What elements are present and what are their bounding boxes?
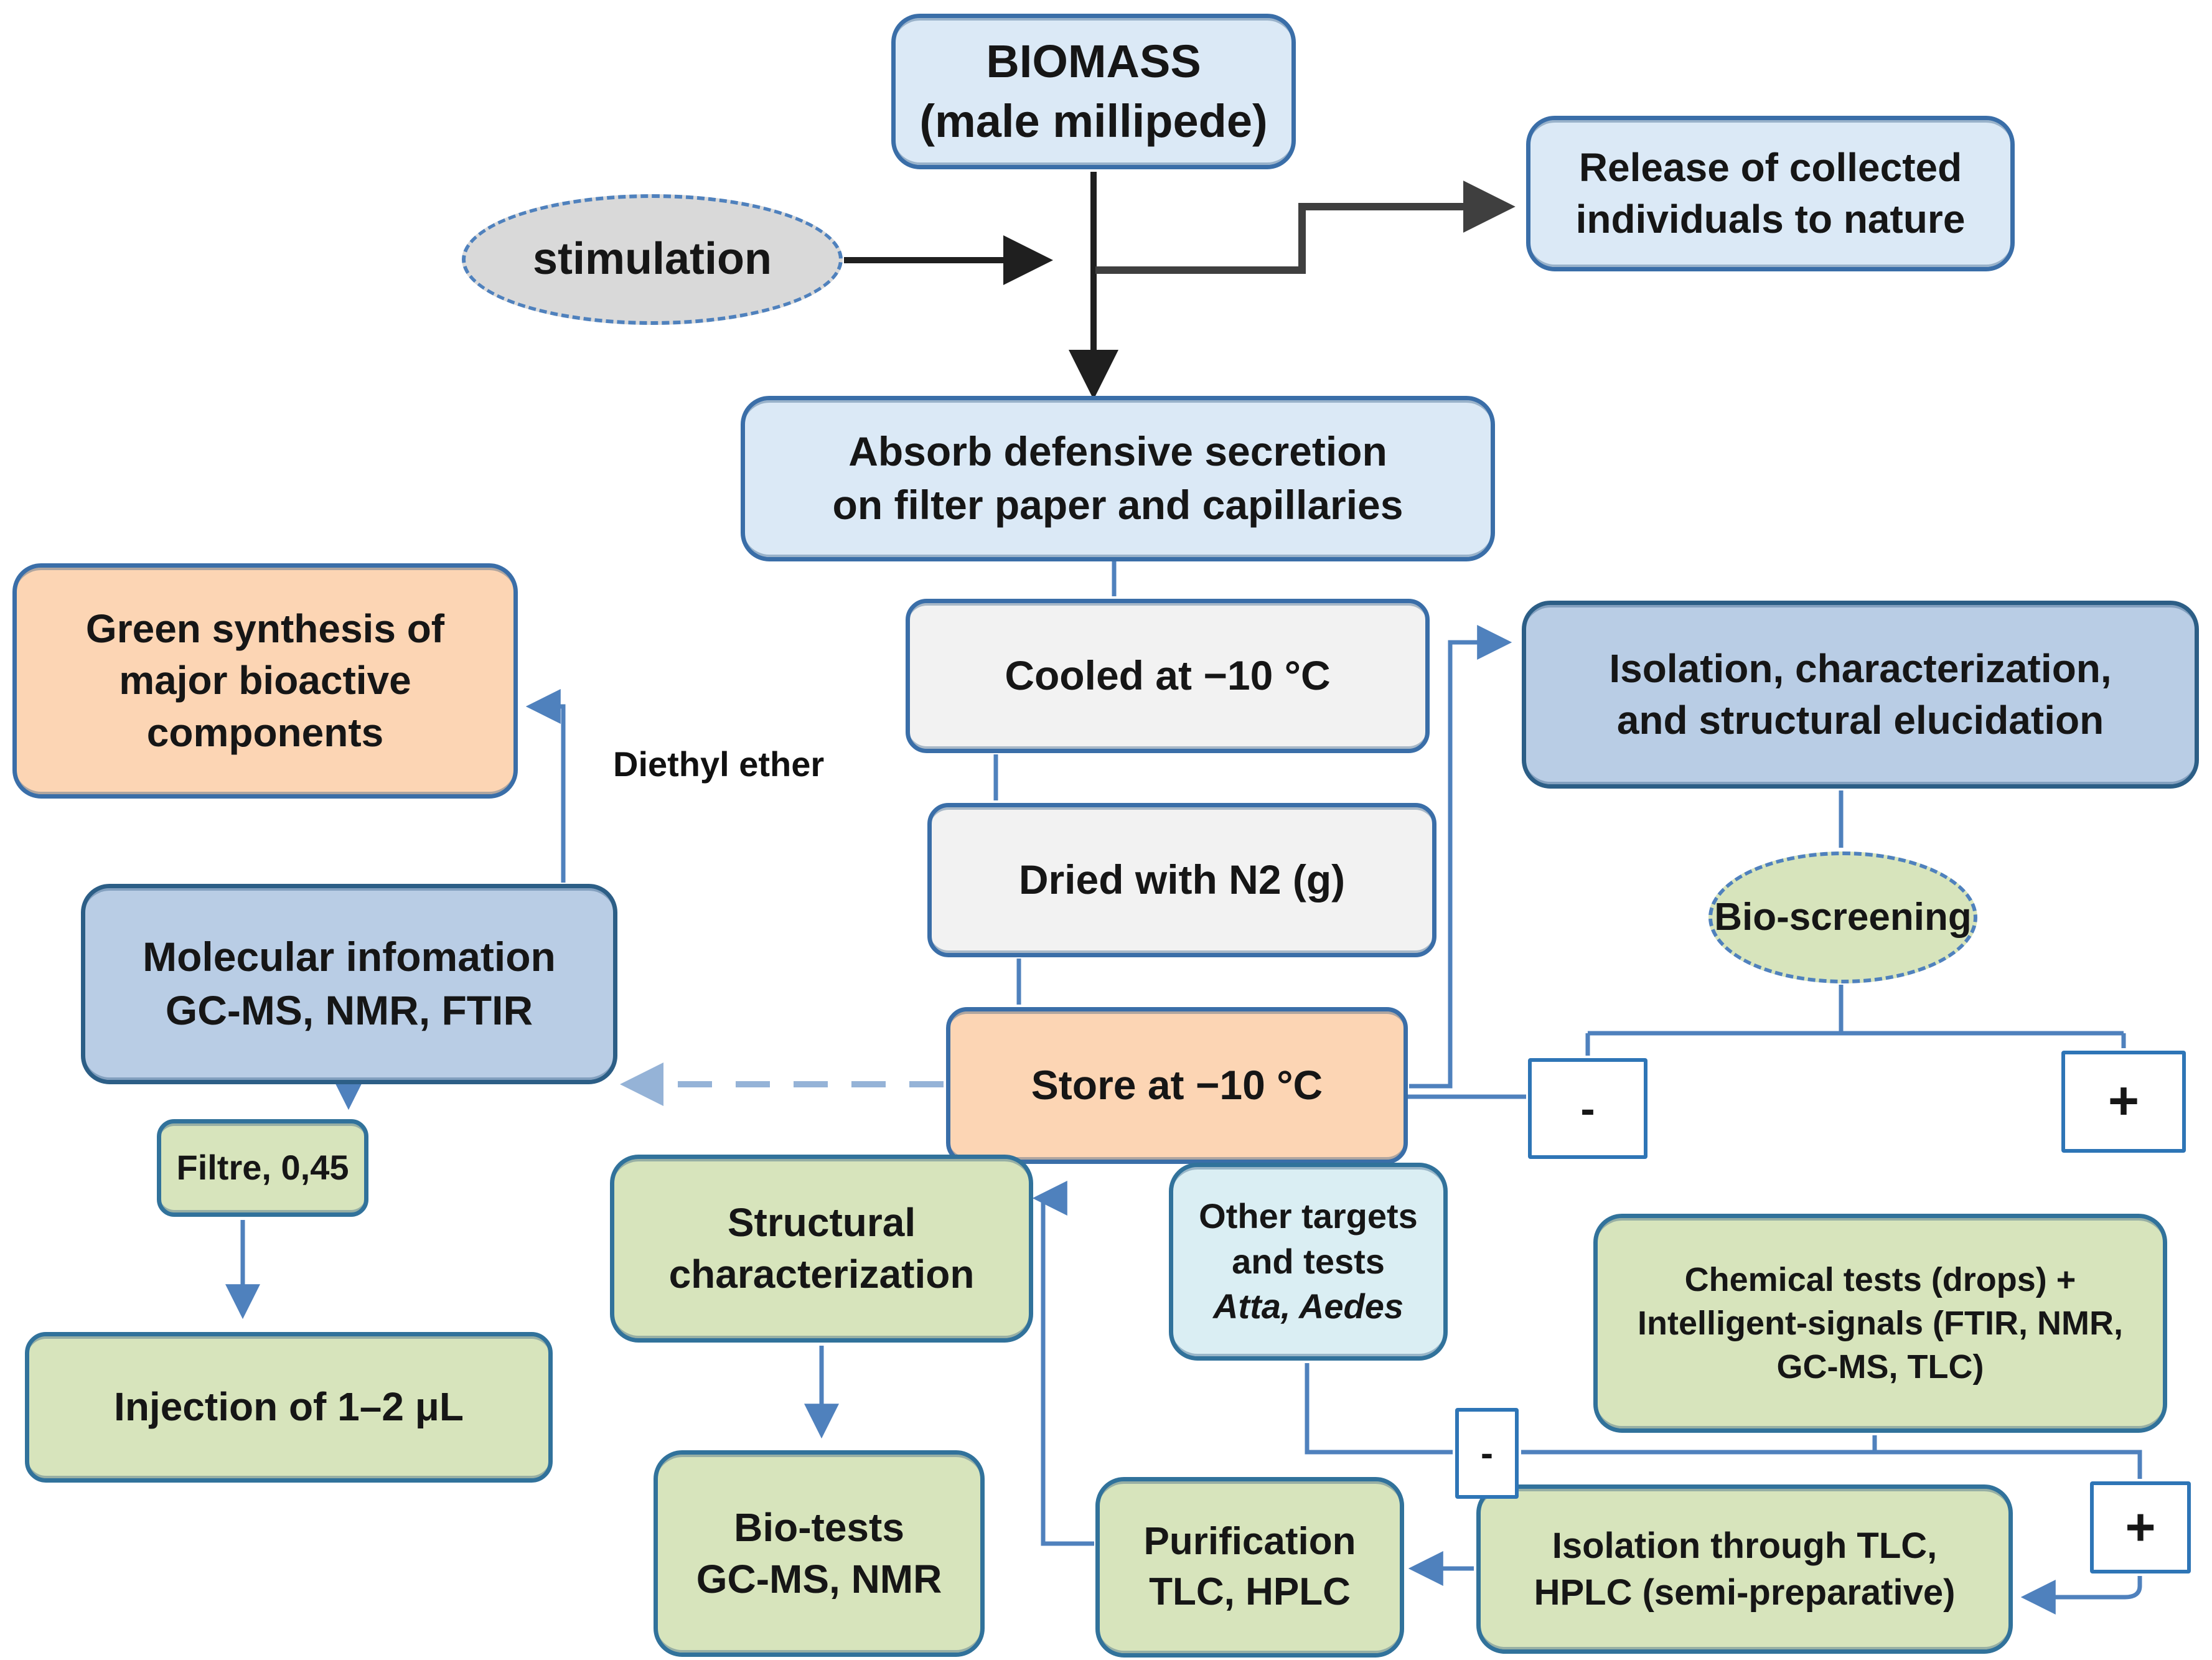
node-store: Store at −10 °C xyxy=(946,1007,1408,1164)
arrow-junction-to-release xyxy=(1095,181,1516,274)
node-other-targets-line3: Atta, Aedes xyxy=(1212,1287,1404,1326)
arrow-store-to-isolation xyxy=(1409,625,1512,1089)
arrow-purification-to-structural xyxy=(1032,1181,1094,1546)
plus-top-glyph: + xyxy=(2107,1071,2140,1132)
node-green-synthesis-line3: components xyxy=(146,710,384,755)
node-release-line1: Release of collected xyxy=(1578,144,1962,190)
node-isolation-tlc-line1: Isolation through TLC, xyxy=(1552,1525,1938,1566)
node-dried-label: Dried with N2 (g) xyxy=(1018,856,1346,903)
node-plus-bottom: + xyxy=(2090,1481,2191,1573)
node-injection-label: Injection of 1–2 μL xyxy=(114,1384,464,1430)
node-cooled: Cooled at −10 °C xyxy=(906,599,1430,753)
node-other-targets-line2: and tests xyxy=(1232,1241,1385,1281)
line-othertargets-to-junction xyxy=(1305,1363,1453,1455)
diethyl-ether-label: Diethyl ether xyxy=(613,744,825,784)
node-molecular-line1: Molecular infomation xyxy=(143,934,556,980)
node-isolation-characterization: Isolation, characterization, and structu… xyxy=(1522,601,2199,789)
node-bioscreening-label: Bio-screening xyxy=(1714,895,1972,939)
node-green-synthesis-line2: major bioactive xyxy=(119,658,411,703)
node-absorb: Absorb defensive secretion on filter pap… xyxy=(741,396,1495,561)
node-biotests-line1: Bio-tests xyxy=(734,1504,904,1550)
minus-bottom-glyph: - xyxy=(1481,1432,1493,1474)
node-biomass-line1: BIOMASS xyxy=(986,35,1201,87)
node-purification-line1: Purification xyxy=(1143,1520,1356,1564)
node-filtre: Filtre, 0,45 xyxy=(157,1119,368,1217)
node-structural-line2: characterization xyxy=(668,1252,975,1297)
node-structural-characterization: Structural characterization xyxy=(610,1155,1033,1343)
node-green-synthesis: Green synthesis of major bioactive compo… xyxy=(12,563,518,799)
node-filtre-label: Filtre, 0,45 xyxy=(176,1148,349,1188)
node-isolation-char-line2: and structural elucidation xyxy=(1616,698,2104,743)
node-chemical-line1: Chemical tests (drops) + xyxy=(1684,1260,2076,1298)
node-minus-top: - xyxy=(1528,1058,1647,1159)
node-other-targets: Other targets and tests Atta, Aedes xyxy=(1169,1163,1448,1361)
node-green-synthesis-line1: Green synthesis of xyxy=(85,606,445,652)
plus-bottom-glyph: + xyxy=(2125,1498,2156,1557)
node-store-label: Store at −10 °C xyxy=(1031,1062,1323,1109)
node-isolation-tlc-line2: HPLC (semi-preparative) xyxy=(1534,1572,1956,1613)
arrow-molecular-to-green xyxy=(525,689,566,883)
line-junction-to-plusbottom xyxy=(1521,1450,2142,1479)
minus-top-glyph: - xyxy=(1580,1084,1595,1133)
node-absorb-line2: on filter paper and capillaries xyxy=(832,482,1404,528)
node-biomass: BIOMASS (male millipede) xyxy=(891,14,1296,169)
node-dried: Dried with N2 (g) xyxy=(927,803,1436,957)
node-purification: Purification TLC, HPLC xyxy=(1095,1477,1404,1658)
node-chemical-line2: Intelligent-signals (FTIR, NMR, xyxy=(1638,1304,2123,1342)
node-isolation-tlc: Isolation through TLC, HPLC (semi-prepar… xyxy=(1476,1484,2013,1654)
node-stimulation: stimulation xyxy=(462,194,843,325)
node-chemical-tests: Chemical tests (drops) + Intelligent-sig… xyxy=(1593,1214,2167,1433)
node-absorb-line1: Absorb defensive secretion xyxy=(848,428,1387,475)
node-molecular-line2: GC-MS, NMR, FTIR xyxy=(165,987,533,1033)
arrow-plusbottom-to-isolationtlc xyxy=(2020,1576,2142,1615)
line-bioscreening-branch xyxy=(1585,985,2126,1056)
node-plus-top: + xyxy=(2061,1051,2186,1153)
node-bioscreening: Bio-screening xyxy=(1708,851,1977,983)
node-biomass-line2: (male millipede) xyxy=(919,95,1268,147)
node-chemical-line3: GC-MS, TLC) xyxy=(1776,1348,1984,1386)
node-other-targets-line1: Other targets xyxy=(1199,1196,1418,1236)
node-structural-line1: Structural xyxy=(727,1199,916,1245)
node-molecular-information: Molecular infomation GC-MS, NMR, FTIR xyxy=(81,884,617,1084)
node-release: Release of collected individuals to natu… xyxy=(1526,116,2015,271)
node-biotests: Bio-tests GC-MS, NMR xyxy=(654,1450,985,1657)
node-isolation-char-line1: Isolation, characterization, xyxy=(1609,645,2112,691)
node-injection: Injection of 1–2 μL xyxy=(25,1332,553,1483)
node-biotests-line2: GC-MS, NMR xyxy=(696,1557,942,1601)
node-release-line2: individuals to nature xyxy=(1575,197,1966,241)
node-minus-bottom: - xyxy=(1455,1408,1519,1499)
node-cooled-label: Cooled at −10 °C xyxy=(1005,652,1331,699)
node-stimulation-label: stimulation xyxy=(532,234,772,284)
node-purification-line2: TLC, HPLC xyxy=(1149,1570,1351,1613)
